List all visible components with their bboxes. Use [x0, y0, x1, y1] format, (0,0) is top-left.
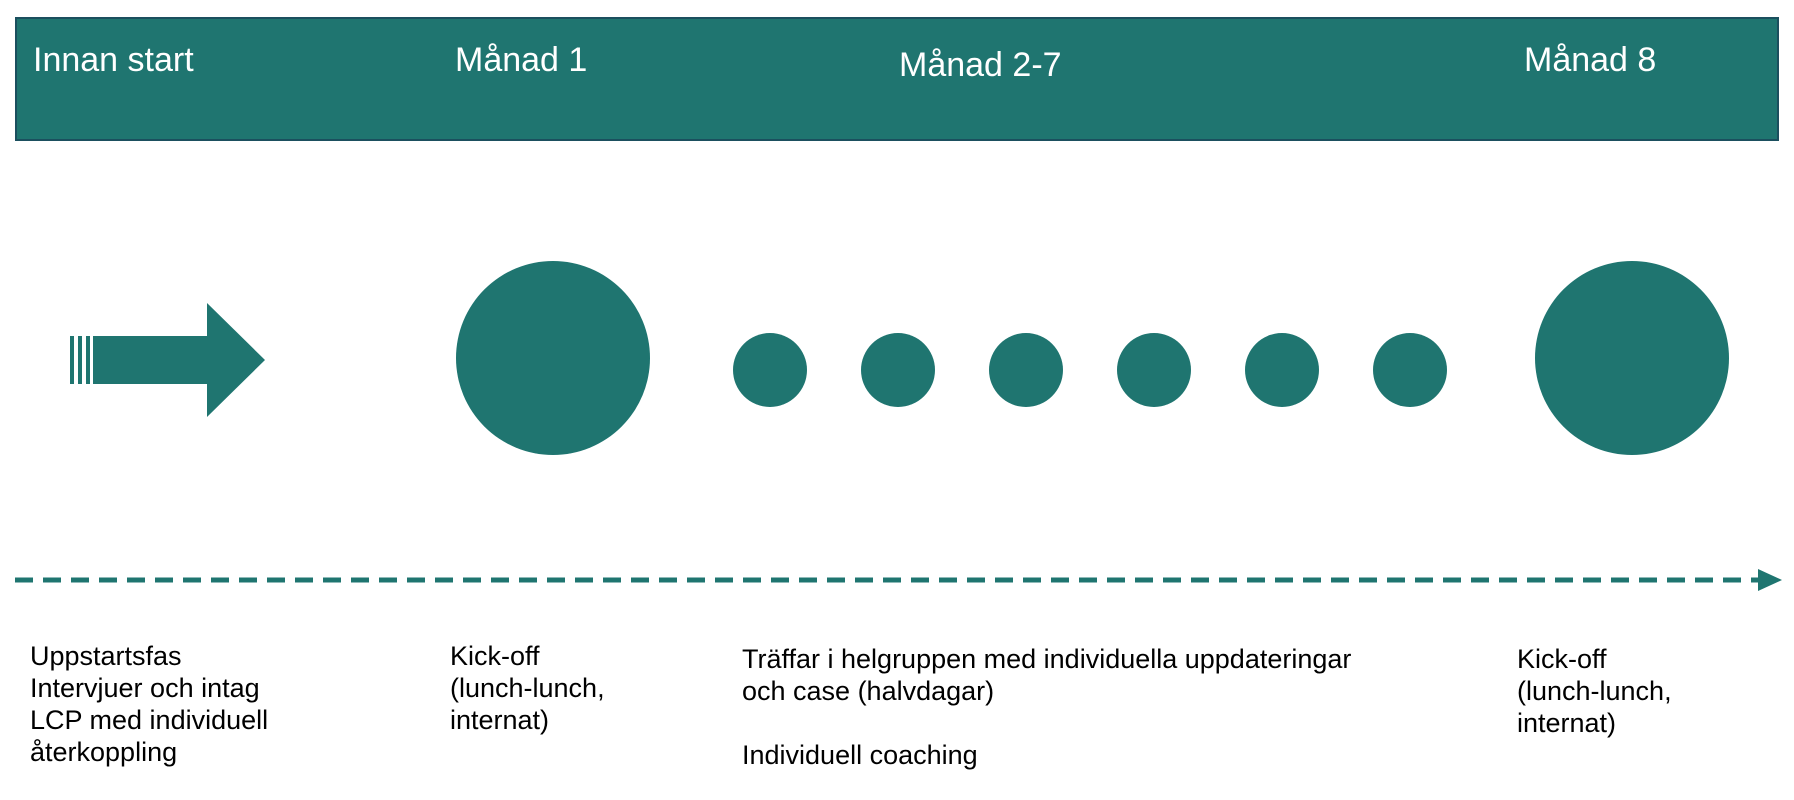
timeline-axis-dashed-arrow	[15, 569, 1782, 591]
description-line: LCP med individuell	[30, 705, 269, 735]
phase-label-manad-2-7: Månad 2-7	[899, 46, 1062, 84]
timeline-header-bar	[15, 17, 1779, 141]
session-dot	[733, 333, 807, 407]
description-line: (lunch-lunch,	[1517, 676, 1672, 706]
description-line: Individuell coaching	[742, 740, 978, 770]
phase-label-manad-8: Månad 8	[1524, 41, 1657, 79]
striped-arrow-icon	[70, 303, 265, 417]
description-manad-8: Kick-off (lunch-lunch, internat)	[1517, 643, 1672, 739]
description-manad-1: Kick-off (lunch-lunch, internat)	[450, 640, 605, 736]
description-line: (lunch-lunch,	[450, 673, 605, 703]
session-dot	[1245, 333, 1319, 407]
description-line: Träffar i helgruppen med individuella up…	[742, 644, 1352, 674]
description-line: och case (halvdagar)	[742, 676, 995, 706]
description-line: Intervjuer och intag	[30, 673, 260, 703]
milestone-circle-manad-8	[1535, 261, 1729, 455]
session-dot	[1373, 333, 1447, 407]
description-line: Kick-off	[1517, 644, 1607, 674]
description-line: återkoppling	[30, 737, 178, 767]
description-line: internat)	[1517, 708, 1617, 738]
session-dot	[989, 333, 1063, 407]
session-dot	[1117, 333, 1191, 407]
description-line: Uppstartsfas	[30, 641, 182, 671]
session-dot	[861, 333, 935, 407]
description-line: Kick-off	[450, 641, 540, 671]
description-manad-2-7: Träffar i helgruppen med individuella up…	[742, 643, 1351, 771]
phase-label-manad-1: Månad 1	[455, 41, 588, 79]
milestone-circle-manad-1	[456, 261, 650, 455]
phase-label-innan-start: Innan start	[33, 41, 194, 79]
description-innan-start: Uppstartsfas Intervjuer och intag LCP me…	[30, 640, 268, 768]
description-line: internat)	[450, 705, 550, 735]
